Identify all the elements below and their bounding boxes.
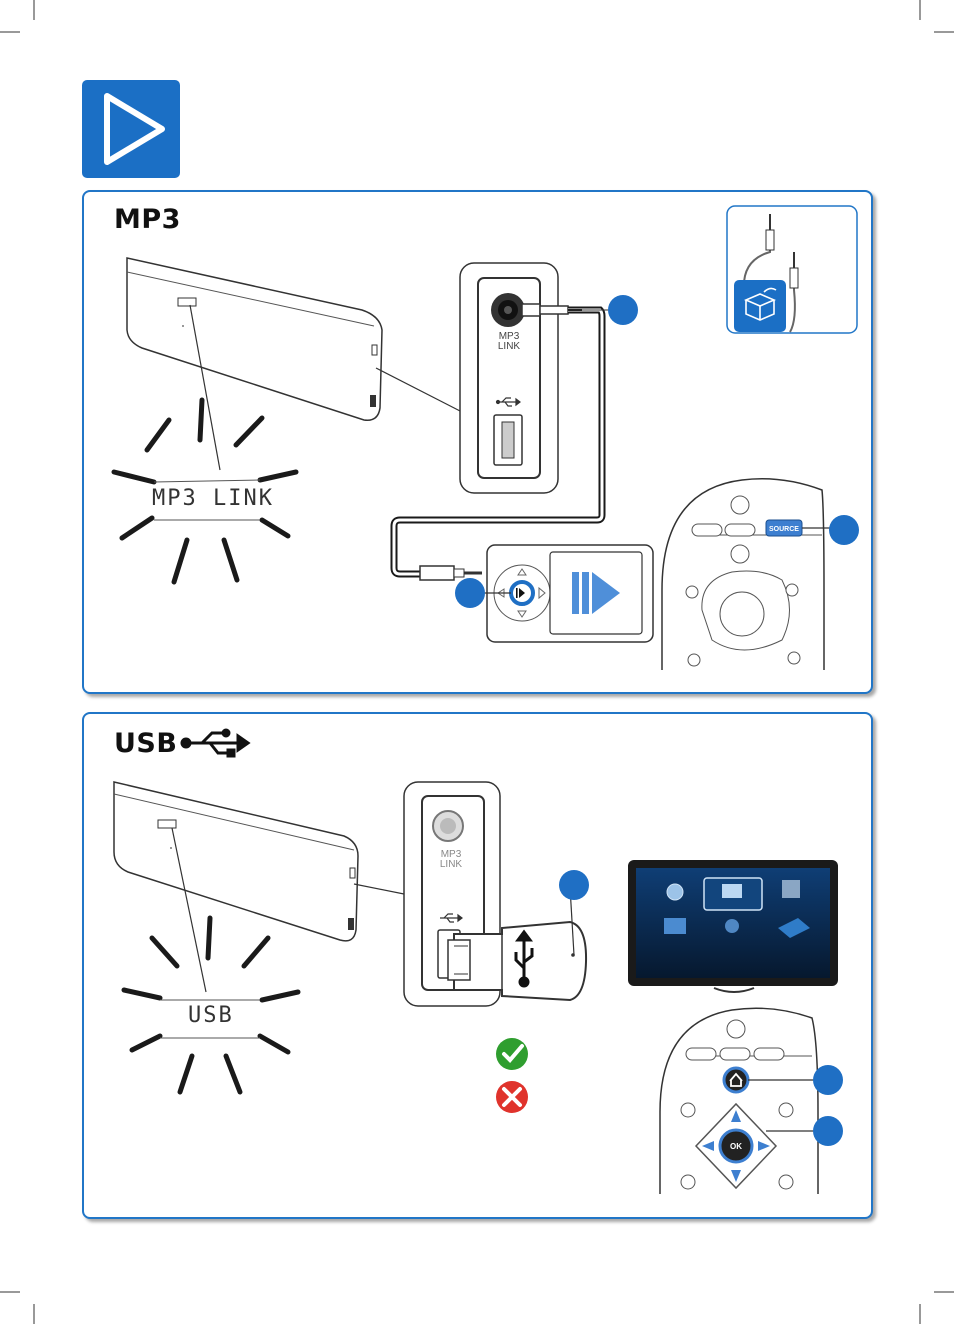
callout-source	[829, 515, 859, 545]
callout-cable	[608, 295, 638, 325]
ok-button-label: OK	[730, 1142, 742, 1151]
callout-usb-insert	[559, 870, 589, 900]
soundbar-unit	[127, 258, 382, 420]
remote-control-top	[662, 479, 824, 670]
callout-navigate	[813, 1116, 843, 1146]
source-button[interactable]: SOURCE	[766, 520, 802, 536]
jack-label-line2: LINK	[436, 860, 466, 870]
callout-home	[813, 1065, 843, 1095]
home-button[interactable]	[724, 1068, 748, 1092]
usb-icon	[182, 730, 248, 756]
jack-label-line2: LINK	[494, 342, 524, 352]
jack-label: MP3 LINK	[494, 332, 524, 352]
jack-label: MP3 LINK	[436, 850, 466, 870]
source-button-label: SOURCE	[769, 526, 799, 533]
ok-button[interactable]: OK	[720, 1130, 752, 1162]
soundbar-unit	[114, 782, 358, 941]
remote-control-top	[660, 1008, 818, 1194]
jack-panel	[460, 263, 558, 493]
cross-icon	[496, 1081, 528, 1113]
usb-illustration: OK	[82, 712, 872, 1220]
tv-home-menu	[628, 860, 838, 992]
play-pause-button[interactable]	[511, 582, 533, 604]
display-mp3-link: MP3 LINK	[152, 486, 274, 511]
callout-play	[455, 578, 485, 608]
display-usb: USB	[188, 1003, 234, 1028]
mp3-illustration: SOURCE	[82, 190, 872, 695]
usb-flash-drive	[448, 922, 586, 1000]
checkmark-icon	[496, 1038, 528, 1070]
